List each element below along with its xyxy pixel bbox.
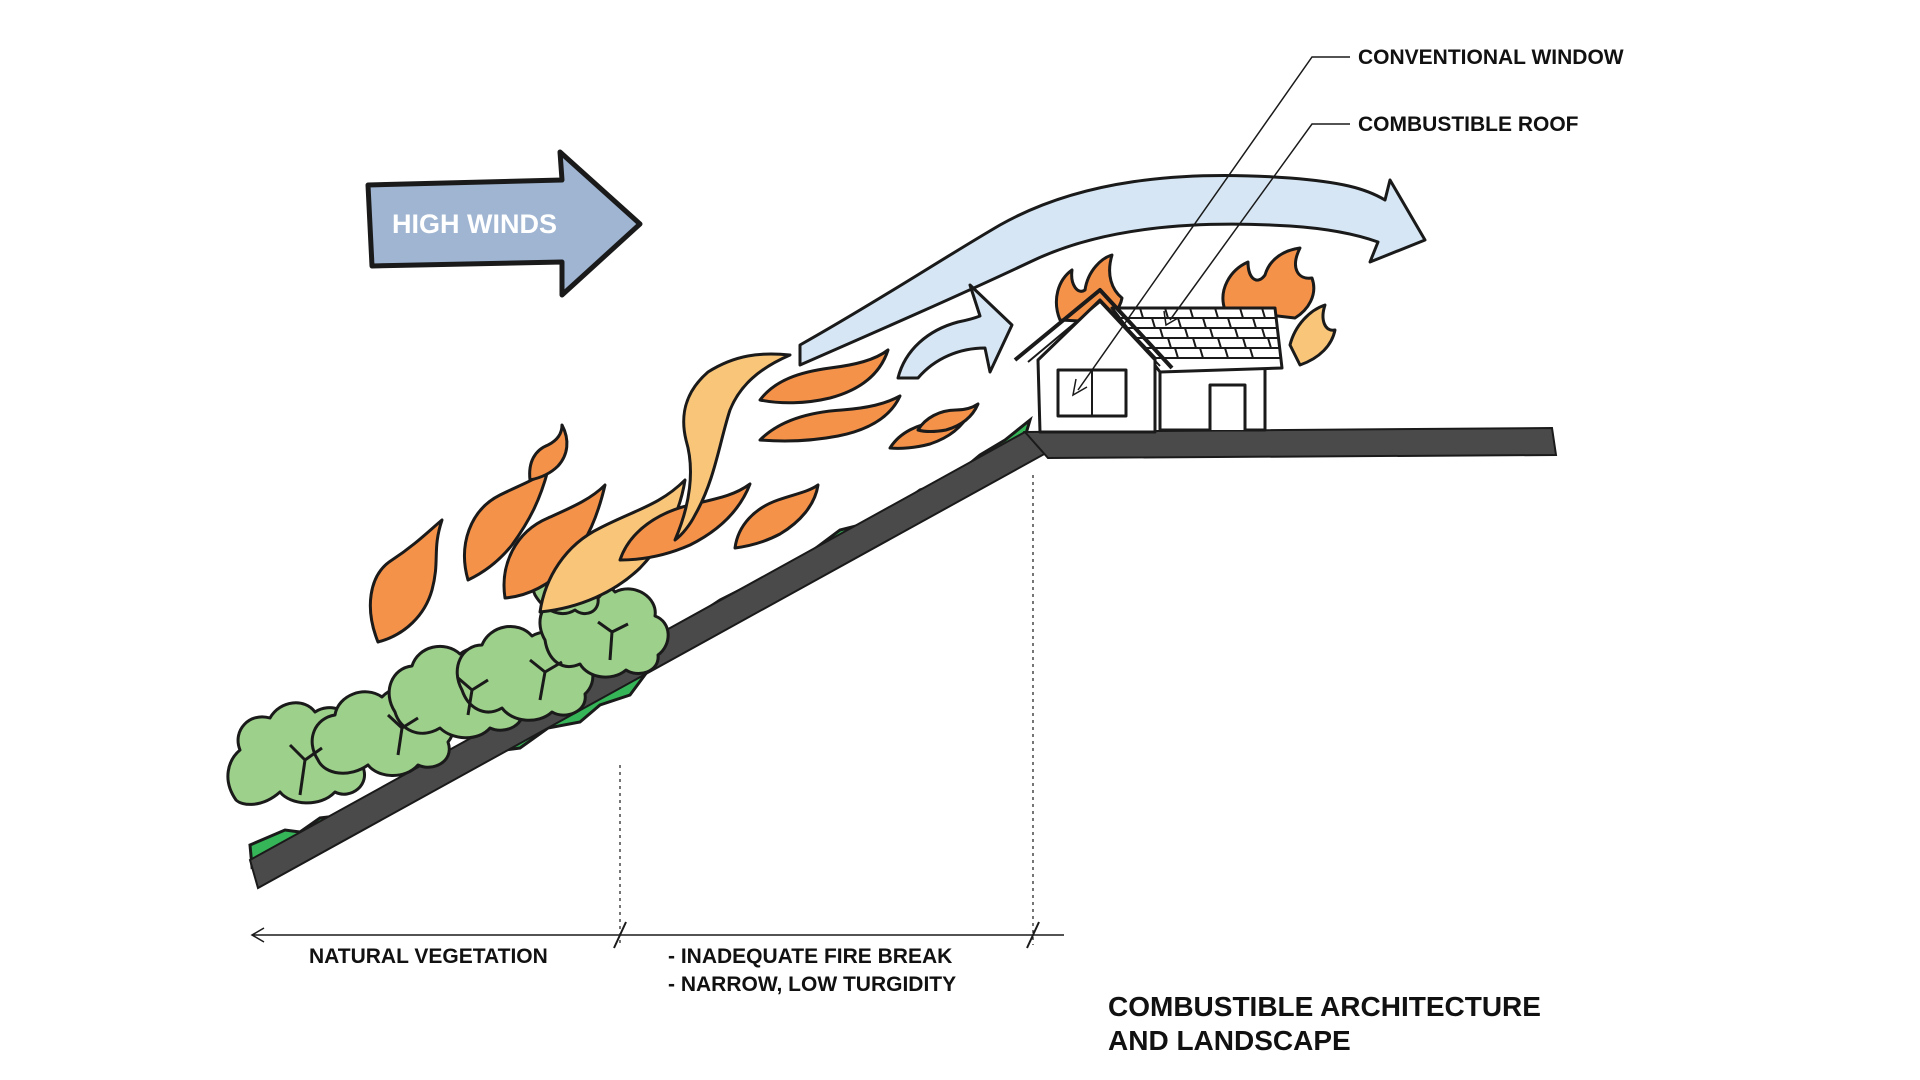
flames (368, 348, 980, 644)
airflow (798, 174, 1427, 380)
callout-leaders (1071, 56, 1350, 397)
zone-label-firebreak-1: - INADEQUATE FIRE BREAK (668, 945, 952, 968)
airflow-arrow-small (896, 283, 1014, 380)
window-callout-label: CONVENTIONAL WINDOW (1358, 46, 1624, 69)
zone-label-vegetation: NATURAL VEGETATION (309, 945, 548, 968)
flame (758, 394, 902, 443)
caption-line-2: AND LANDSCAPE (1108, 1025, 1351, 1056)
house (1013, 246, 1337, 434)
door (1208, 383, 1247, 430)
shrub-trunks (288, 620, 629, 796)
caption-line-1: COMBUSTIBLE ARCHITECTURE (1108, 991, 1541, 1022)
roof-shingles (1120, 307, 1280, 359)
flame (538, 478, 687, 614)
roof-callout-label: COMBUSTIBLE ROOF (1358, 113, 1579, 136)
roof-flame (1221, 246, 1316, 320)
airflow-arrow-large (798, 174, 1427, 367)
plateau-ground (1022, 426, 1558, 460)
window-leader-arrowhead (1071, 378, 1088, 397)
flame (528, 423, 569, 482)
high-winds-arrow: HIGH WINDS (365, 149, 643, 298)
wind-label: HIGH WINDS (392, 209, 557, 239)
flame (758, 348, 890, 405)
flame (733, 483, 820, 550)
roof-leader (1169, 123, 1350, 321)
zone-label-firebreak-2: - NARROW, LOW TURGIDITY (668, 973, 956, 996)
flame (368, 518, 444, 644)
dimension-arrowhead-left (250, 927, 265, 943)
flame (916, 402, 980, 433)
roof-flame (1288, 303, 1337, 367)
roof-leader-arrowhead (1163, 310, 1179, 327)
window-leader (1077, 56, 1350, 391)
shrubs (226, 558, 670, 806)
zone-markers (250, 475, 1064, 949)
gable-roof-edge (1013, 288, 1174, 370)
dimension-tick-2 (1026, 921, 1040, 949)
dimension-tick-1 (613, 921, 627, 949)
wind-arrow-shape (365, 149, 643, 298)
flame (673, 352, 792, 542)
gable-roof-edge-inner (1027, 301, 1161, 367)
